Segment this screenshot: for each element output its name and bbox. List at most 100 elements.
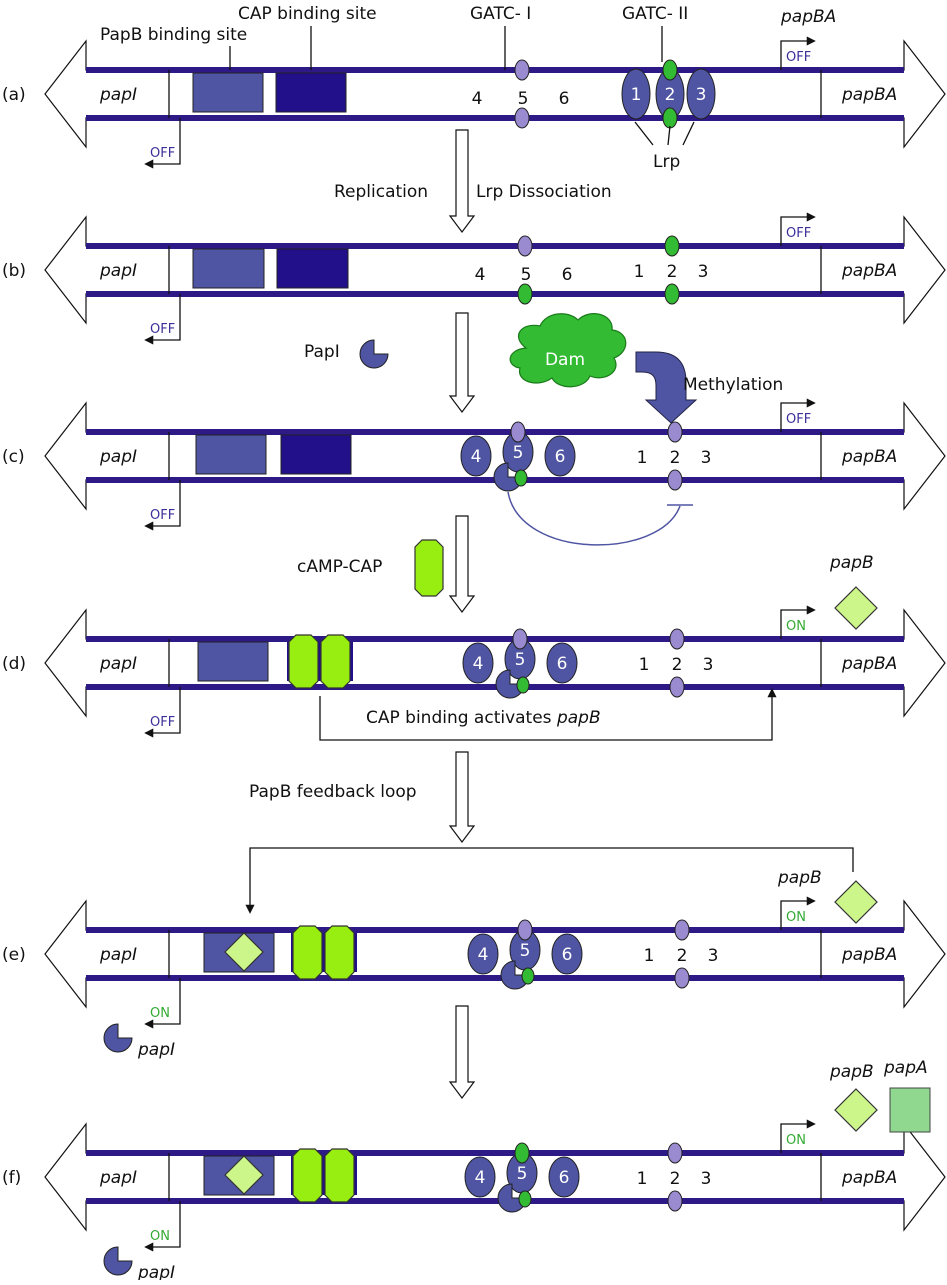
site-number-3: 3 <box>703 655 714 675</box>
gatc-2-top <box>667 1142 683 1164</box>
gatc-1-bottom <box>521 967 535 985</box>
step-arrow-cd <box>448 515 476 613</box>
lrp-site-6 <box>544 435 576 477</box>
cap-protein-left <box>292 925 323 980</box>
methylation-arrow <box>635 351 698 424</box>
cap-activates-label: CAP binding activates papB <box>366 708 601 728</box>
lrp-leader-3 <box>682 121 695 146</box>
papba-promoter-state: OFF <box>786 412 811 427</box>
gatc-1-top <box>514 59 530 81</box>
lrp-site-4 <box>460 435 492 477</box>
papi-gene-label: papI <box>99 654 137 674</box>
gatc-2-bottom <box>674 967 690 989</box>
gatc-1-top <box>517 235 533 257</box>
papi-promoter-state: ON <box>150 1229 170 1244</box>
papi-free-protein <box>103 1246 133 1276</box>
site-number-6: 6 <box>555 447 566 467</box>
site-number-5: 5 <box>521 265 532 285</box>
papi-free-label: papI <box>137 1040 175 1060</box>
lrp-site-4 <box>467 933 499 975</box>
dna-bottom-strand <box>86 975 904 981</box>
gatc-2-top <box>669 628 685 650</box>
panel-letter: (f) <box>2 1168 21 1188</box>
papi-gene-label: papI <box>99 447 137 467</box>
site-number-5: 5 <box>517 1164 528 1184</box>
site-number-1: 1 <box>634 262 645 282</box>
dna-top-strand <box>86 636 904 642</box>
papi-gene-label: papI <box>99 261 137 281</box>
site-number-1: 1 <box>644 946 655 966</box>
site-number-6: 6 <box>562 265 573 285</box>
panel-letter: (a) <box>2 85 26 105</box>
site-number-4: 4 <box>473 654 484 674</box>
site-number-2: 2 <box>667 262 678 282</box>
panel-letter: (c) <box>2 447 25 467</box>
cap-protein-right <box>324 925 355 980</box>
papi-protein-icon <box>359 339 389 369</box>
gatc-1-top <box>514 1142 530 1164</box>
dna-top-strand <box>86 927 904 933</box>
gatc-2-top <box>667 421 683 443</box>
site-number-5: 5 <box>513 443 524 463</box>
papba-gene-label: papBA <box>841 945 897 965</box>
lrp-leader-1 <box>634 121 654 146</box>
site-number-6: 6 <box>562 945 573 965</box>
papba-gene-label: papBA <box>841 1168 897 1188</box>
dna-bottom-strand <box>86 1198 904 1204</box>
papba-promoter-arrow <box>780 1119 816 1153</box>
papba-promoter-state: OFF <box>786 226 811 241</box>
papi-promoter-arrow <box>144 978 181 1029</box>
papb-binding-site <box>195 434 267 475</box>
gatc-2-label: GATC- II <box>622 4 688 24</box>
gatc-1-label: GATC- I <box>470 4 531 24</box>
papi-promoter-state: ON <box>150 1006 170 1021</box>
papb-product-label-d: papB <box>829 553 874 573</box>
papi-gene-label: papI <box>99 85 137 105</box>
dna-bottom-strand <box>86 291 904 297</box>
dna-top-strand <box>86 243 904 249</box>
cap-binding-site-label: CAP binding site <box>238 4 377 24</box>
papb-binding-site-label: PapB binding site <box>100 25 247 45</box>
papb-product-e <box>834 880 878 924</box>
step-arrow-ab <box>448 129 476 233</box>
site-number-4: 4 <box>478 945 489 965</box>
cap-binding-site <box>275 72 347 113</box>
step-arrow-de <box>448 751 476 843</box>
site-number-3: 3 <box>696 85 707 105</box>
papba-promoter-arrow <box>780 896 816 930</box>
papb-binding-site <box>192 248 265 289</box>
gatc-1-bottom <box>514 469 528 487</box>
site-number-4: 4 <box>471 447 482 467</box>
dna-top-strand <box>86 429 904 435</box>
dna-arrow-outline <box>44 215 946 325</box>
site-number-1: 1 <box>639 655 650 675</box>
papi-promoter-state: OFF <box>150 322 175 337</box>
gatc-1-bottom <box>518 1190 532 1208</box>
site-number-2: 2 <box>665 85 676 105</box>
site-number-2: 2 <box>672 655 683 675</box>
papi-protein-label: PapI <box>304 342 340 362</box>
papba-promoter-arrow <box>780 398 816 432</box>
gatc-1-bottom <box>517 283 533 305</box>
papba-gene-label: papBA <box>841 447 897 467</box>
lrp-site-1 <box>621 68 651 120</box>
lrp-dissociation-label: Lrp Dissociation <box>476 182 612 202</box>
cap-protein-right <box>324 1148 355 1203</box>
papi-promoter-arrow <box>144 294 181 345</box>
site-number-1: 1 <box>637 1169 648 1189</box>
papba-gene-label: papBA <box>841 85 897 105</box>
papb-feedback-connector <box>245 847 854 914</box>
papi-inhibition-curve <box>507 491 681 546</box>
lrp-site-6 <box>548 1156 580 1198</box>
papi-promoter-state: OFF <box>150 715 175 730</box>
step-arrow-bc <box>448 312 476 413</box>
replication-label: Replication <box>334 182 428 202</box>
papba-promoter-arrow <box>780 212 816 246</box>
lrp-leader-2 <box>667 125 671 146</box>
gatc-1-bottom <box>516 676 530 694</box>
dna-arrow-outline <box>44 608 946 718</box>
papi-free-label: papI <box>137 1263 175 1280</box>
gatc-2-bottom <box>669 676 685 698</box>
gatc-2-bottom <box>667 469 683 491</box>
